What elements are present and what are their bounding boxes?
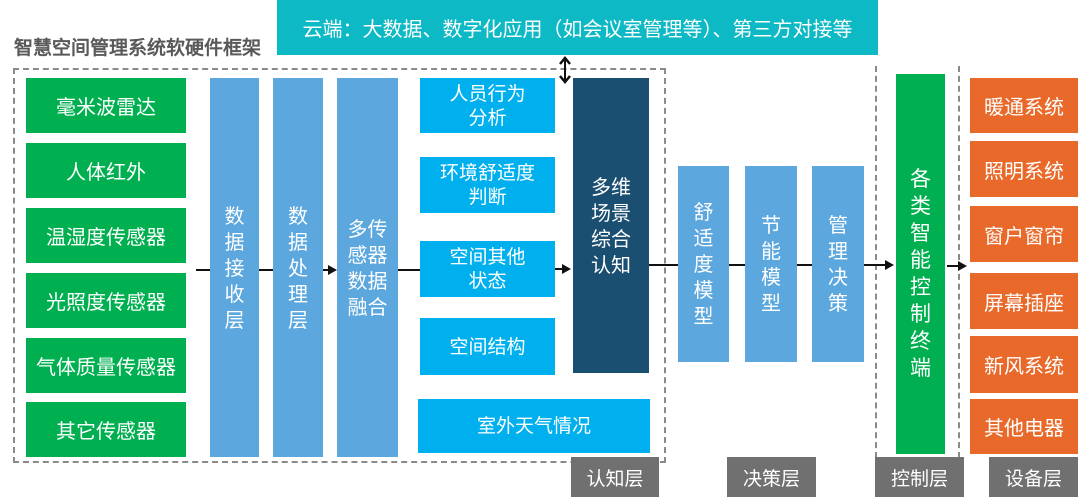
data-processing-layer: 数据处理层 <box>273 78 323 457</box>
device-hvac: 暖通系统 <box>970 78 1078 133</box>
device-windows-curtains: 窗户窗帘 <box>970 206 1078 262</box>
decision-comfort-model-label: 舒适度模型 <box>693 200 714 328</box>
flow-line <box>864 264 886 266</box>
cognition-comfort-judgment-label: 环境舒适度判断 <box>439 162 535 208</box>
flow-line <box>649 264 678 266</box>
cloud-box: 云端：大数据、数字化应用（如会议室管理等）、第三方对接等 <box>277 0 878 55</box>
layer-label-control: 控制层 <box>875 457 964 497</box>
cognition-outdoor-weather: 室外天气情况 <box>418 399 650 453</box>
cognition-behavior-analysis-label: 人员行为分析 <box>449 82 526 129</box>
smart-control-terminal-label: 各类智能控制终端 <box>910 167 931 380</box>
decision-energy-model-label: 节能模型 <box>761 213 781 315</box>
data-receiving-layer: 数据接收层 <box>210 78 259 457</box>
decision-management-label: 管理决策 <box>828 213 848 315</box>
decision-comfort-model: 舒适度模型 <box>678 166 729 362</box>
smart-control-terminal: 各类智能控制终端 <box>896 74 945 454</box>
multi-sensor-fusion: 多传感器数据融合 <box>337 78 398 457</box>
cognition-space-structure: 空间结构 <box>420 318 555 375</box>
cognition-comfort-judgment: 环境舒适度判断 <box>420 157 555 213</box>
layer-label-device: 设备层 <box>989 457 1078 497</box>
bidirectional-arrow-icon <box>559 56 571 84</box>
sensor-mmwave-radar: 毫米波雷达 <box>26 78 186 133</box>
multi-scene-cognition-label: 多维场景综合认知 <box>591 174 631 277</box>
arrow-right-icon <box>885 260 894 270</box>
cognition-space-status: 空间其他状态 <box>420 241 555 297</box>
arrow-right-icon <box>328 265 337 275</box>
device-screen-socket: 屏幕插座 <box>970 273 1078 329</box>
sensor-pir: 人体红外 <box>26 143 186 198</box>
cognition-behavior-analysis: 人员行为分析 <box>420 78 555 133</box>
sensor-gas-quality: 气体质量传感器 <box>26 338 186 393</box>
flow-line <box>398 269 420 271</box>
arrow-right-icon <box>958 261 967 271</box>
flow-line <box>947 265 959 267</box>
flow-line <box>729 264 745 266</box>
device-other-appliances: 其他电器 <box>970 399 1078 454</box>
data-processing-layer-label: 数据处理层 <box>288 203 308 332</box>
multi-scene-cognition: 多维场景综合认知 <box>573 78 649 373</box>
flow-line <box>259 269 273 271</box>
layer-label-cognition: 认知层 <box>571 457 659 497</box>
control-separator-left <box>875 66 877 458</box>
flow-line <box>196 269 210 271</box>
decision-management: 管理决策 <box>812 166 864 362</box>
device-lighting: 照明系统 <box>970 141 1078 197</box>
multi-sensor-fusion-label: 多传感器数据融合 <box>347 216 388 319</box>
decision-energy-model: 节能模型 <box>745 166 797 362</box>
sensor-other: 其它传感器 <box>26 402 186 457</box>
sensor-temp-humidity: 温湿度传感器 <box>26 208 186 263</box>
flow-line <box>797 264 812 266</box>
arrow-right-icon <box>562 264 571 274</box>
layer-label-decision: 决策层 <box>727 457 816 497</box>
device-fresh-air: 新风系统 <box>970 336 1078 393</box>
diagram-title: 智慧空间管理系统软硬件框架 <box>14 37 262 59</box>
cognition-space-status-label: 空间其他状态 <box>449 246 526 292</box>
data-receiving-layer-label: 数据接收层 <box>224 203 245 332</box>
sensor-illuminance: 光照度传感器 <box>26 273 186 328</box>
flow-line <box>323 269 329 271</box>
flow-line <box>555 268 563 270</box>
